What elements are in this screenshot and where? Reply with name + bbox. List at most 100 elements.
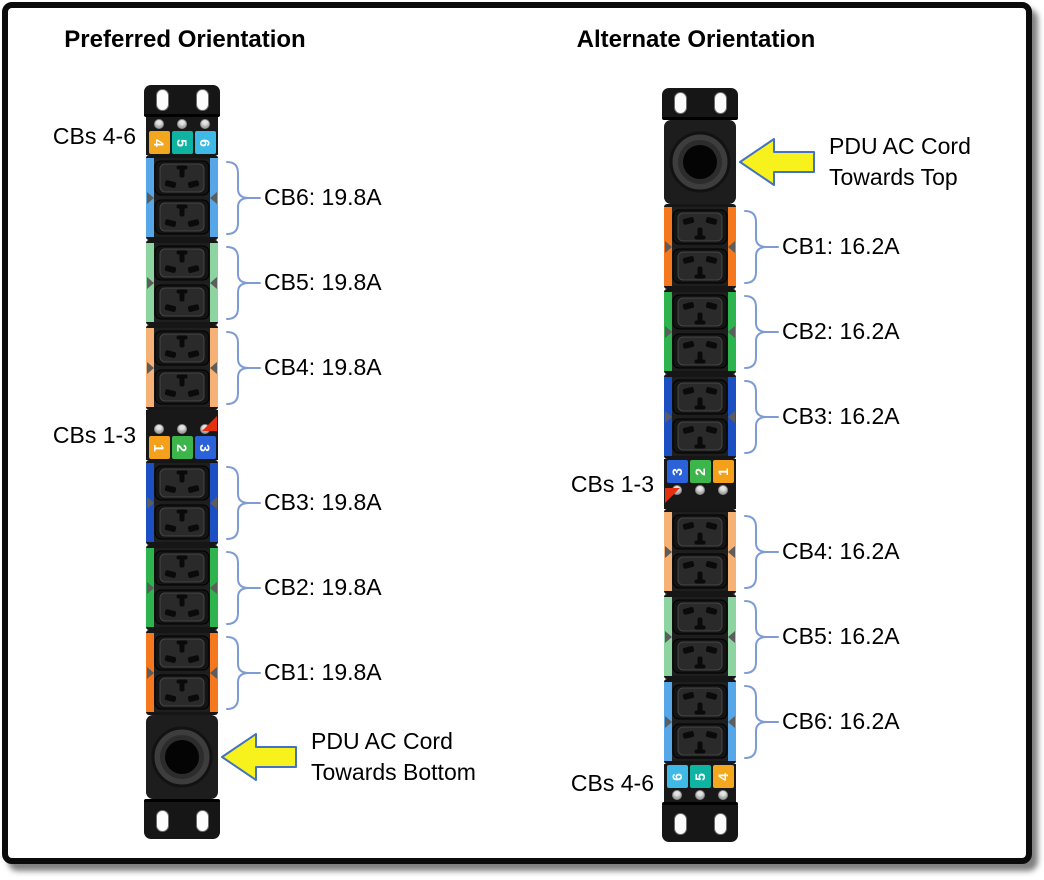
strip-column <box>144 799 220 839</box>
pdu-row: CB5: 19.8A <box>0 240 520 325</box>
label-column <box>520 679 662 764</box>
mounting-bracket <box>144 799 220 839</box>
callout-label: CB6: 16.2A <box>782 708 900 734</box>
pdu-row: CB1: 19.8A <box>0 630 520 715</box>
pdu-row: CB4: 19.8A <box>0 325 520 410</box>
callout-label: CB5: 16.2A <box>782 623 900 649</box>
breaker-chip: 2 <box>689 460 711 483</box>
breaker-number: 5 <box>691 772 708 781</box>
outlet-icon <box>154 245 210 281</box>
callout-brace-icon <box>744 379 779 454</box>
outlet-group <box>664 204 736 289</box>
callout-brace-icon <box>226 465 261 540</box>
label-column <box>0 240 144 325</box>
mounting-bracket <box>662 802 738 842</box>
callout-column: CB2: 16.2A <box>738 289 1042 374</box>
strip-column <box>144 155 220 240</box>
callout-label: CB1: 16.2A <box>782 233 900 259</box>
strip-column <box>144 630 220 715</box>
label-column <box>520 594 662 679</box>
side-label: CBs 4-6 <box>570 769 654 796</box>
label-column <box>520 374 662 459</box>
outlet-module <box>154 548 210 627</box>
outlet-group <box>146 240 218 325</box>
callout-label: CB6: 19.8A <box>264 184 382 210</box>
breaker-number: 2 <box>691 467 708 476</box>
outlet-icon <box>154 589 210 625</box>
label-column <box>0 715 144 799</box>
panel-title: Alternate Orientation <box>576 26 816 53</box>
callout-column: CB4: 16.2A <box>738 509 1042 594</box>
strip-column <box>662 594 738 679</box>
screw-row <box>154 423 210 435</box>
callout-brace-icon <box>744 514 779 589</box>
pdu-row <box>520 88 1042 120</box>
callout-brace-icon <box>226 330 261 405</box>
breaker-number: 5 <box>173 138 190 147</box>
outlet-module <box>672 682 728 761</box>
bracket-hole <box>195 809 209 832</box>
breaker-chip: 4 <box>712 765 734 788</box>
pdu-row: CB2: 16.2A <box>520 289 1042 374</box>
outlet-icon <box>672 379 728 415</box>
side-label: CBs 4-6 <box>52 122 136 149</box>
cord-note-line: Towards Top <box>829 164 958 190</box>
breaker-chip: 5 <box>171 131 193 154</box>
mounting-bracket <box>662 88 738 120</box>
ac-cord-entry-icon <box>669 131 731 193</box>
strip-column <box>662 120 738 204</box>
outlet-icon <box>154 330 210 366</box>
outlet-group <box>146 460 218 545</box>
outlet-group <box>664 509 736 594</box>
breaker-number: 1 <box>150 443 167 452</box>
breaker-number: 2 <box>173 443 190 452</box>
breaker-number: 3 <box>196 443 213 452</box>
outlet-icon <box>154 550 210 586</box>
callout-column <box>738 802 1042 842</box>
ac-cord-arrow-icon <box>739 138 815 186</box>
screw-row <box>672 789 728 801</box>
breaker-number: 4 <box>150 138 167 147</box>
callout-label: CB3: 19.8A <box>264 489 382 515</box>
screw-row <box>154 118 210 130</box>
callout-column: CB5: 19.8A <box>220 240 520 325</box>
callout-column <box>220 410 520 460</box>
callout-brace-icon <box>744 684 779 759</box>
outlet-group <box>146 630 218 715</box>
callout-column: CB6: 16.2A <box>738 679 1042 764</box>
strip-column <box>144 715 220 799</box>
screw-icon <box>154 424 164 434</box>
callout-brace-icon <box>744 294 779 369</box>
outlet-module <box>154 633 210 712</box>
outlet-icon <box>672 248 728 284</box>
callout-label: CB1: 19.8A <box>264 659 382 685</box>
outlet-icon <box>672 638 728 674</box>
pdu-row: CB4: 16.2A <box>520 509 1042 594</box>
screw-icon <box>718 790 728 800</box>
breaker-chip: 3 <box>194 436 216 459</box>
callout-column: CB4: 19.8A <box>220 325 520 410</box>
bracket-hole <box>195 88 209 111</box>
ac-cord-arrow-icon <box>221 733 297 781</box>
label-column: CBs 1-3 <box>520 459 662 509</box>
outlet-module <box>154 243 210 322</box>
bracket-hole <box>673 91 687 114</box>
outlet-group <box>664 374 736 459</box>
label-column <box>0 630 144 715</box>
pdu-row <box>0 799 520 839</box>
pdu-row: CB1: 16.2A <box>520 204 1042 289</box>
callout-column <box>738 459 1042 509</box>
strip-column <box>144 85 220 117</box>
strip-column <box>662 679 738 764</box>
